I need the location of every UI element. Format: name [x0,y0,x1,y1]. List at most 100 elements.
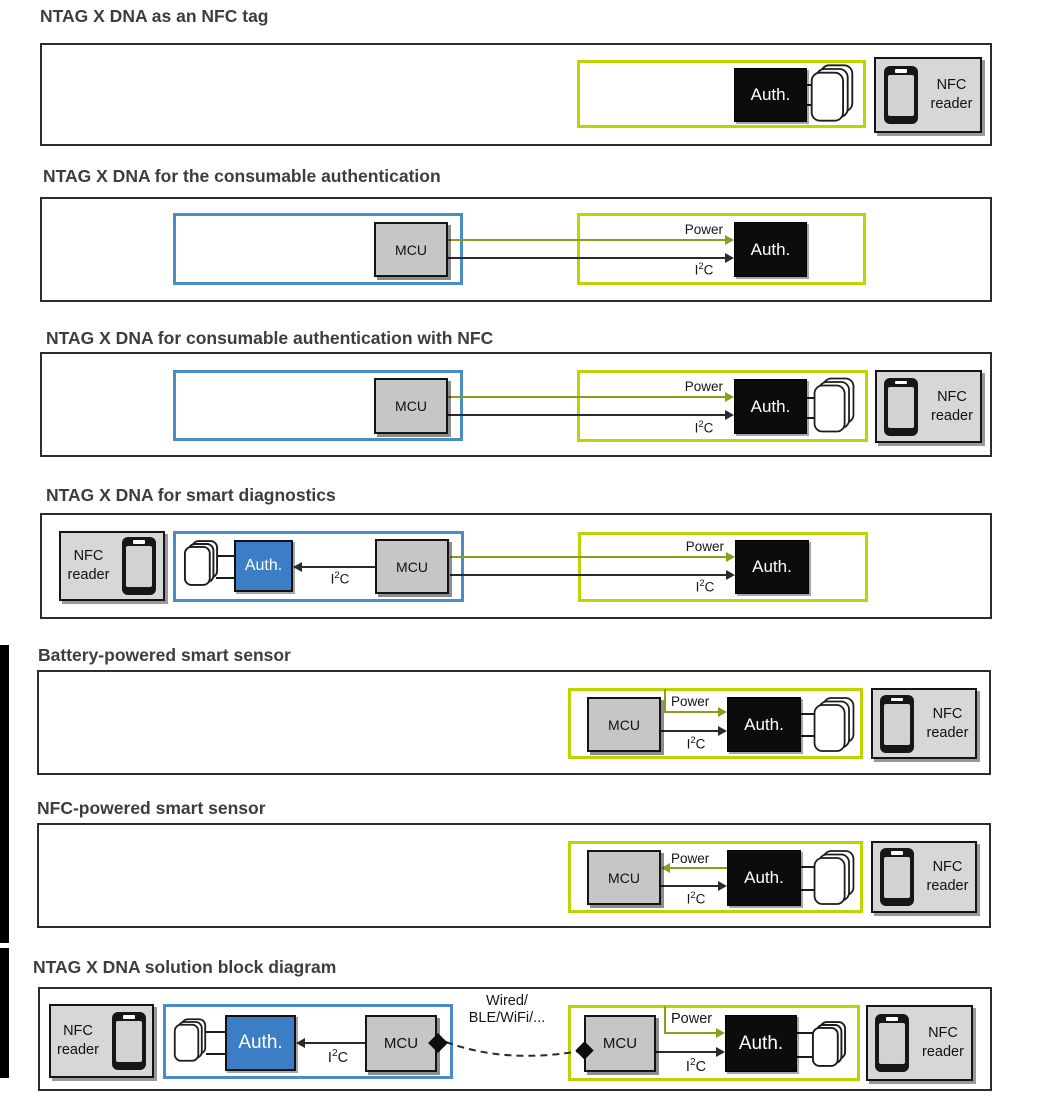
antenna-coil-icon [813,377,855,433]
phone-notch [133,540,146,544]
tag-boundary-box-3 [577,370,868,442]
mcu-block-3: MCU [374,378,448,434]
i2c-line [305,1042,366,1044]
i2c-arrowhead [293,562,302,572]
mcu-label: MCU [396,558,428,575]
power-label: Power [671,694,710,709]
section-title-solution-block-diagram: NTAG X DNA solution block diagram [33,957,337,977]
auth-label: Auth. [750,239,791,259]
host-boundary-box-3 [173,370,463,441]
antenna-coil-icon [813,697,855,752]
phone-notch [890,697,903,701]
antenna-coil-icon [810,64,854,122]
mcu-block-7-left: MCU [365,1015,437,1072]
nfc-reader-label-line: reader [57,1042,99,1058]
i2c-label-part: I [694,262,699,278]
auth-block-7-left: Auth. [225,1015,296,1071]
wired-ble-wifi-label: Wired/BLE/WiFi/... [447,993,567,1028]
nfc-reader-label-line: reader [931,407,973,424]
nfc-reader-label-line: NFC [932,705,963,722]
auth-block-4-right: Auth. [735,540,809,594]
nfc-reader-label-line: NFC [932,859,963,876]
power-line [664,1032,717,1034]
phone-screen [888,386,915,428]
antenna-coil-icon [811,1021,847,1067]
smartphone-icon [879,848,914,906]
smartphone-icon [875,1014,910,1072]
power-line [664,711,719,713]
power-line [670,867,727,869]
antenna-stub [206,1031,226,1033]
nfc-reader-label-line: reader [922,1044,964,1060]
nfc-reader-label-line: NFC [928,1025,958,1042]
nfc-reader-label-line: NFC [63,1023,93,1040]
i2c-label-part: C [695,736,706,752]
i2c-label-part: 2 [699,578,705,589]
phone-screen [126,546,153,587]
i2c-label-part: C [695,1058,707,1075]
nfc-reader-label: NFC reader [922,1024,964,1062]
nfc-reader-label: NFC reader [57,1022,99,1060]
wired-label-line: BLE/WiFi/... [468,1010,546,1027]
power-elbow-line [664,1006,666,1034]
nfc-reader-label-line: reader [926,724,969,741]
smartphone-icon [122,537,157,595]
wired-label-line: Wired/ [486,993,528,1009]
power-label: Power [685,539,724,554]
auth-label: Auth. [744,714,784,734]
auth-label: Auth. [744,868,784,887]
phone-screen [879,1023,906,1064]
i2c-label-part: C [695,891,706,907]
power-label: Power [671,1011,713,1027]
nfc-reader-box-5: NFC reader [871,688,977,759]
i2c-label-part: 2 [698,419,704,430]
power-label: Power [684,379,723,394]
auth-label: Auth. [750,396,791,416]
i2c-line [450,574,727,576]
antenna-stub [799,713,817,715]
phone-notch [886,1017,899,1021]
section-title-battery-sensor: Battery-powered smart sensor [38,645,291,665]
auth-block-6: Auth. [727,850,801,906]
auth-block-4-left: Auth. [234,540,293,592]
nfc-reader-label: NFC reader [931,388,973,426]
antenna-stub [805,397,819,399]
antenna-stub [216,555,235,557]
auth-label: Auth. [750,85,791,104]
i2c-label: I2C [318,570,362,587]
antenna-stub [795,1056,815,1058]
power-line [446,396,726,398]
i2c-label-part: 2 [334,570,340,581]
antenna-stub [799,889,817,891]
nfc-reader-label-line: NFC [937,388,967,405]
i2c-label: I2C [676,1057,716,1075]
auth-block-5: Auth. [727,697,801,752]
i2c-label-part: 2 [689,1057,696,1068]
nfc-reader-label-line: NFC [936,77,967,94]
phone-screen [883,703,910,745]
wireless-link-dashed-curve [445,1041,581,1057]
i2c-line [656,1051,717,1053]
i2c-arrowhead [725,253,734,263]
i2c-arrowhead [718,726,727,736]
nfc-reader-label-line: reader [67,567,110,583]
power-label: Power [684,222,723,237]
i2c-label-part: C [703,420,714,436]
antenna-stub [805,417,819,419]
i2c-label: I2C [676,735,716,752]
phone-screen [883,857,910,898]
host-boundary-box-2 [173,213,463,285]
antenna-stub [799,866,817,868]
nfc-reader-label-line: reader [930,96,973,112]
i2c-line [302,566,376,568]
i2c-label: I2C [685,578,725,595]
i2c-label-part: 2 [690,890,696,901]
phone-notch [122,1015,135,1019]
antenna-stub [216,577,235,579]
auth-block-2: Auth. [734,222,807,277]
i2c-label-part: I [327,1049,332,1066]
mcu-block-6: MCU [587,850,661,905]
mcu-label: MCU [608,869,640,886]
smartphone-icon [879,694,914,753]
